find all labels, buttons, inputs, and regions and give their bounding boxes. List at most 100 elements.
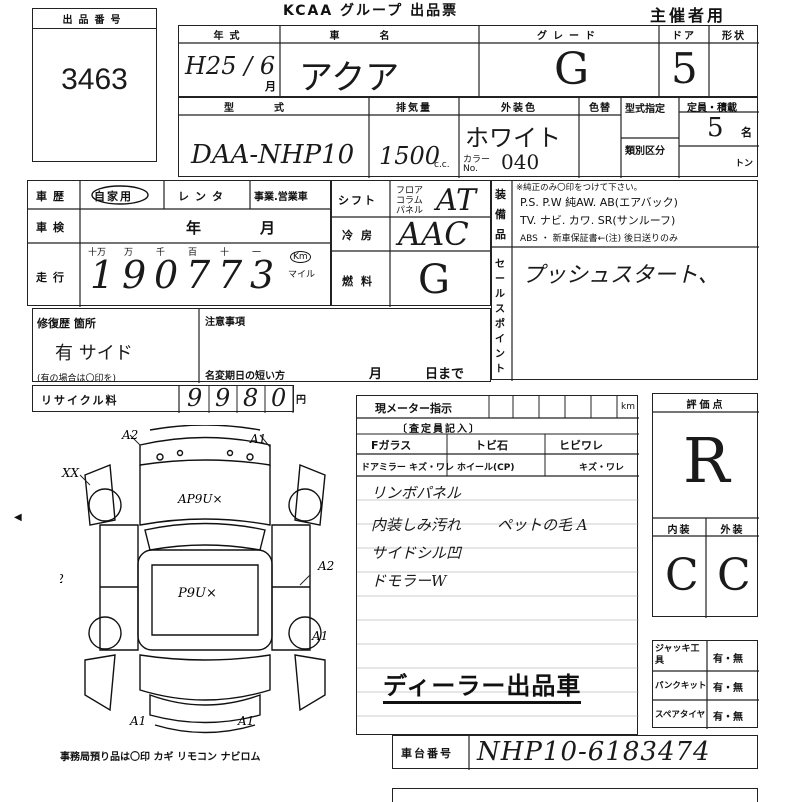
repair-value: 有 サイド (55, 343, 133, 364)
tools-grid (653, 641, 759, 729)
row2-table: 型式 排気量 外装色 色替 型式指定 類別区分 定員・積載 5 名 トン DAA… (178, 97, 758, 177)
fuel-value: G (418, 257, 450, 303)
class-label: 類別区分 (625, 146, 665, 157)
shift-label: シフト (338, 194, 377, 207)
meter-label: 現メーター指示 (375, 402, 452, 415)
history-block: 車歴 自家用 レンタ 事業.営業車 車検 年 月 走行 十万 万 千 百 十 一… (27, 180, 331, 306)
inspect-item: Fガラス (371, 439, 412, 452)
date-day: 日まで (425, 367, 465, 382)
equipment-line1: P.S. P.W 純AW. AB(エアバック) (520, 196, 678, 209)
inspector-label: 〔査定員記入〕 (397, 424, 481, 435)
damage-mark: XX (61, 466, 80, 480)
unit-km: Km (290, 251, 311, 263)
ac-label: 冷房 (342, 229, 380, 242)
equipment-note: ※純正のみ〇印をつけて下さい。 (516, 183, 643, 193)
digit-label: 百 (188, 248, 198, 258)
mileage-digit: 7 (218, 253, 243, 297)
history-option-private: 自家用 (94, 190, 133, 203)
bottom-partial-box (392, 788, 758, 802)
color-no-label: カラーNo. (463, 155, 491, 174)
recycle-grid (33, 386, 295, 413)
notice-label: 注意事項 (205, 317, 245, 328)
grade-label: 評価点 (686, 400, 726, 411)
tool-options: 有・無 (713, 654, 743, 665)
history-label: 車歴 (36, 190, 70, 203)
inspector-note: サイドシル凹 (371, 544, 462, 562)
diagram-footer: 事務局預り品は〇印 カギ リモコン ナビロム (60, 752, 261, 763)
exterior-value: C (717, 550, 751, 601)
year-label: 年式 (213, 31, 246, 42)
damage-mark: AP9U× (177, 492, 223, 506)
door-value: 5 (671, 44, 698, 93)
capacity-label: 定員・積載 (687, 103, 737, 114)
mileage-label: 走行 (36, 271, 70, 284)
repair-grid (33, 309, 492, 383)
type-spec-label: 型式指定 (625, 104, 665, 115)
inspect-item: ホイール(CP) (457, 463, 515, 473)
damage-mark: A1 (129, 714, 146, 728)
chassis-value: NHP10-6183474 (477, 737, 711, 767)
organizer-label: 主催者用 (650, 6, 727, 25)
digit-label: 千 (156, 248, 166, 258)
tool-options: 有・無 (713, 712, 743, 723)
inspect-item: ドアミラー キズ・ワレ (361, 463, 454, 473)
year-value: H25 / 6 (185, 52, 276, 80)
date-label: 名変期日の短い方 (205, 371, 285, 382)
mileage-digit: 0 (154, 253, 179, 297)
equipment-line3: ABS ・ 新車保証書←(注) 後日送りのみ (520, 234, 679, 244)
capacity-value: 5 (707, 113, 724, 143)
digit-label: 万 (124, 248, 134, 258)
shift-option: コラム (396, 196, 423, 206)
chassis-block: 車台番号 NHP10-6183474 (392, 735, 758, 769)
door-label: ドア (672, 31, 696, 42)
name-value: アクア (299, 58, 400, 98)
grade-block: 評価点 R 内装 外装 C C (652, 393, 758, 617)
equipment-grid (492, 181, 759, 381)
disp-label: 排気量 (396, 103, 432, 114)
row1-table: 年式 車名 グレード ドア 形状 H25 / 6 月 アクア G 5 (178, 25, 758, 98)
inspect-item: トビ石 (475, 439, 508, 452)
inspector-grid (357, 396, 639, 736)
damage-mark: A1 (249, 432, 266, 446)
color-no-value: 040 (501, 150, 540, 174)
recycle-block: リサイクル料 9 9 8 0 (32, 384, 295, 413)
mileage-digit: 7 (186, 253, 211, 297)
damage-mark: A1 (311, 629, 328, 643)
tool-label: スペアタイヤ (655, 710, 706, 720)
inspector-note: リンボパネル (371, 484, 462, 502)
equipment-label: 装備品 (495, 188, 506, 241)
recycle-digit: 9 (215, 384, 231, 412)
lot-label: 出品番号 (33, 9, 156, 29)
disp-value: 1500 (379, 142, 441, 170)
repair-block: 修復歴 箇所 有 サイド (有の場合は〇印を) 注意事項 名変期日の短い方 月 … (32, 308, 492, 384)
grade-label: グレード (537, 31, 601, 42)
shift-value: AT (436, 183, 477, 218)
mileage-digits: 十万 万 千 百 十 一 1 9 0 7 7 3 Km マイル (84, 245, 324, 305)
damage-mark: A2 (317, 559, 334, 573)
inspector-note: ドモラーW (371, 572, 447, 590)
tool-label: ジャッキ工具 (655, 644, 700, 666)
damage-mark: P9U× (177, 586, 217, 601)
group-title: KCAA グループ 出品票 (283, 3, 459, 19)
inspect-item: キズ・ワレ (579, 463, 625, 473)
inspector-note: 内装しみ汚れ (371, 516, 462, 534)
car-damage-diagram: A2 A1 XX XX W2 XX A2 A1 A1 A1 AP9U× P9U× (60, 425, 334, 745)
lot-number: 3463 (61, 63, 128, 96)
repair-note: (有の場合は〇印を) (37, 374, 117, 384)
shift-option: パネル (396, 206, 424, 216)
unit-mile: マイル (288, 270, 316, 280)
equipment-block: 装備品 ※純正のみ〇印をつけて下さい。 P.S. P.W 純AW. AB(エアバ… (491, 180, 758, 380)
digit-label: 十 (220, 248, 230, 258)
inspection-month: 月 (260, 219, 276, 237)
history-grid (28, 181, 332, 307)
grade-value: G (554, 44, 590, 95)
model-label: 型式 (224, 103, 324, 114)
mileage-digit: 1 (90, 253, 115, 297)
shift-option: フロア (396, 186, 424, 196)
ac-value: AAC (398, 215, 469, 253)
history-option-business: 事業.営業車 (254, 192, 308, 203)
equipment-line2: TV. ナビ. カワ. SR(サンルーフ) (520, 214, 676, 227)
sales-label: セールスポイント (495, 259, 505, 375)
shift-grid (332, 181, 492, 307)
fuel-label: 燃料 (342, 275, 380, 288)
